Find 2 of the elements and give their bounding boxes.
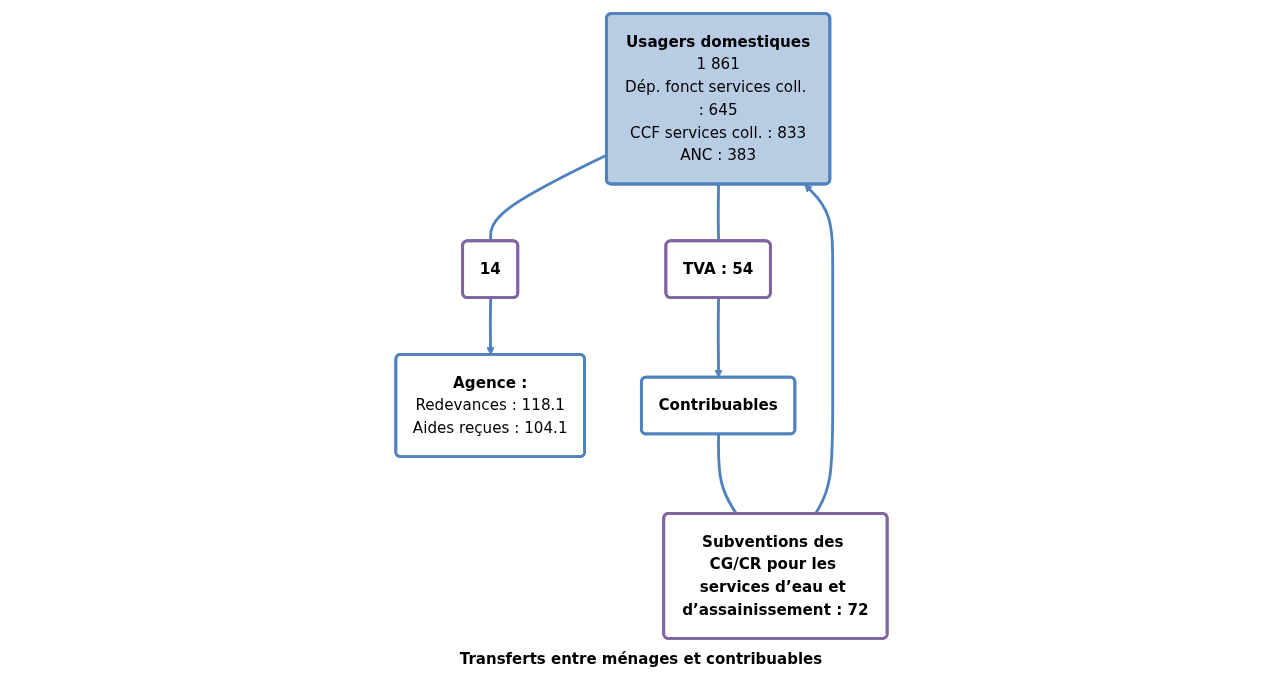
- arrow: [713, 298, 723, 378]
- note-text: Transferts entre ménages et contribuables: [459, 650, 823, 668]
